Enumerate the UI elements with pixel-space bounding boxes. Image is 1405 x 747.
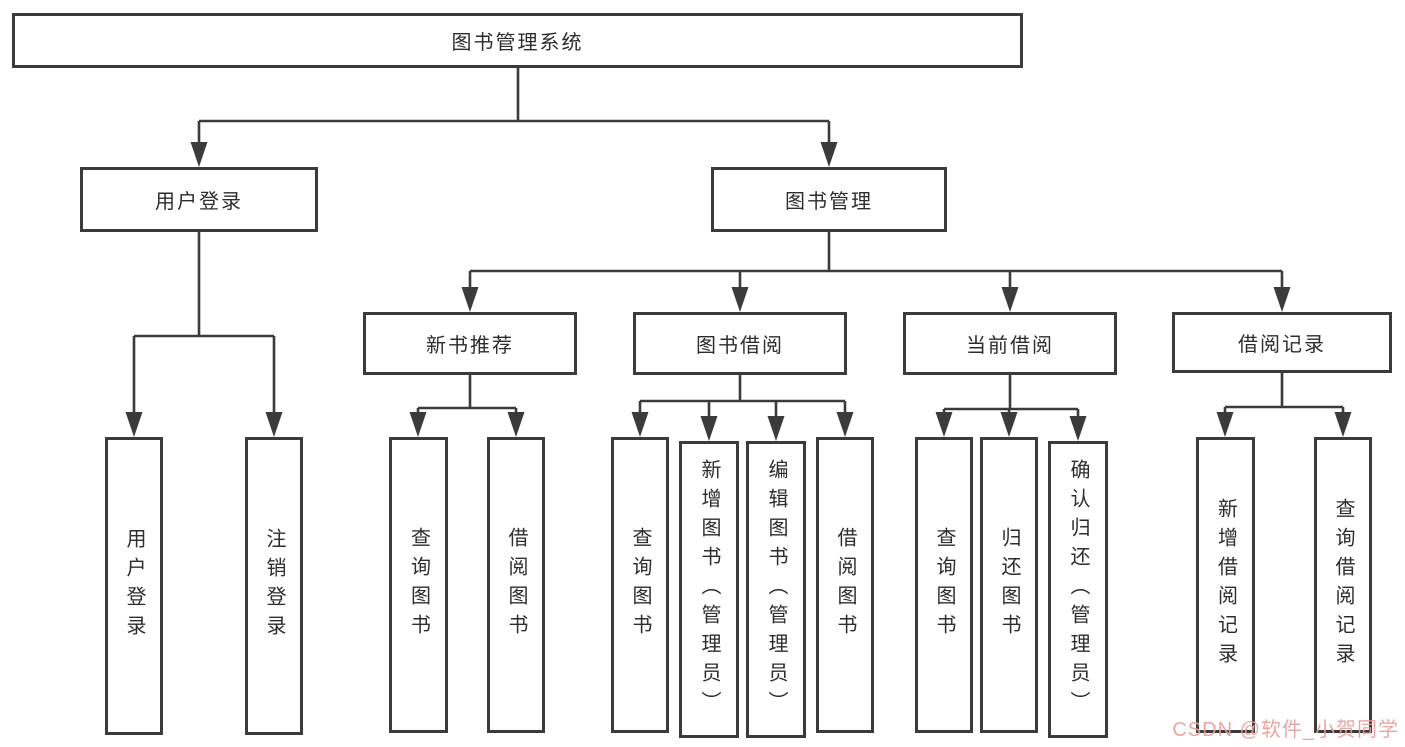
connector-root-to-level2: [197, 68, 831, 145]
node-label: 查询图书: [407, 527, 430, 643]
leaf-current-confirm-return-admin: 确认归还（管理员）: [1048, 441, 1108, 738]
arrowhead-icon: [461, 287, 479, 312]
arrowhead-icon: [1216, 412, 1234, 437]
node-root-system: 图书管理系统: [12, 13, 1023, 68]
leaf-recommend-borrow-books: 借阅图书: [487, 437, 545, 733]
arrowhead-icon: [935, 412, 953, 437]
arrowhead-icon: [631, 412, 649, 437]
connector-bookborrow-to-leaves: [638, 375, 847, 420]
node-label: 新书推荐: [426, 335, 514, 357]
node-label: 借阅图书: [834, 527, 856, 643]
csdn-watermark: CSDN @软件_小贺同学: [1172, 719, 1399, 741]
node-label: 查询图书: [933, 527, 955, 643]
node-label: 图书借阅: [696, 335, 784, 357]
connector-bookmgmt-to-level3: [468, 232, 1284, 291]
node-book-management: 图书管理: [711, 167, 947, 232]
arrowhead-icon: [1069, 416, 1087, 441]
node-label: 归还图书: [998, 527, 1020, 643]
leaf-borrowing-query-books: 查询图书: [611, 437, 669, 733]
node-label: 用户登录: [155, 191, 243, 213]
node-label: 图书管理: [785, 191, 873, 213]
arrowhead-icon: [265, 412, 283, 437]
node-label: 查询借阅记录: [1332, 498, 1354, 672]
leaf-logout: 注销登录: [245, 437, 303, 735]
node-label: 借阅图书: [505, 527, 527, 643]
node-new-book-recommend: 新书推荐: [363, 312, 577, 375]
arrowhead-icon: [1000, 412, 1018, 437]
node-book-borrowing: 图书借阅: [633, 312, 847, 375]
node-user-login: 用户登录: [80, 167, 318, 232]
arrowhead-icon: [1273, 287, 1291, 312]
leaf-borrowing-edit-books-admin: 编辑图书（管理员）: [746, 441, 806, 738]
arrowhead-icon: [731, 287, 749, 312]
node-label: 图书管理系统: [451, 32, 584, 54]
node-label: 确认归还（管理员）: [1067, 459, 1089, 720]
leaf-current-query-books: 查询图书: [915, 437, 973, 733]
arrowheads: [125, 142, 1352, 441]
connector-borrowrecord-to-leaves: [1223, 373, 1345, 416]
node-label: 新增图书（管理员）: [698, 459, 720, 720]
arrowhead-icon: [409, 412, 427, 437]
arrowhead-icon: [1001, 287, 1019, 312]
leaf-recommend-query-books: 查询图书: [389, 437, 448, 733]
leaf-borrowing-borrow-books: 借阅图书: [816, 437, 874, 733]
node-current-borrowing: 当前借阅: [903, 312, 1117, 375]
node-label: 编辑图书（管理员）: [765, 459, 787, 720]
arrowhead-icon: [190, 142, 208, 167]
node-label: 注销登录: [263, 528, 285, 644]
leaf-borrowing-add-books-admin: 新增图书（管理员）: [679, 441, 739, 738]
connector-userlogin-to-leaves: [132, 232, 276, 416]
leaf-records-query-borrow-record: 查询借阅记录: [1314, 437, 1372, 733]
node-borrow-records: 借阅记录: [1172, 312, 1392, 373]
node-label: 当前借阅: [966, 335, 1054, 357]
arrowhead-icon: [1334, 412, 1352, 437]
arrowhead-icon: [700, 416, 718, 441]
node-label: 借阅记录: [1238, 334, 1326, 356]
node-label: 新增借阅记录: [1214, 498, 1237, 672]
arrowhead-icon: [820, 142, 838, 167]
leaf-user-login: 用户登录: [105, 437, 163, 735]
node-label: 用户登录: [123, 528, 145, 644]
node-label: 查询图书: [629, 527, 651, 643]
arrowhead-icon: [767, 416, 785, 441]
arrowhead-icon: [125, 412, 143, 437]
arrowhead-icon: [507, 412, 525, 437]
connector-newbookrec-to-leaves: [416, 375, 518, 416]
arrowhead-icon: [836, 412, 854, 437]
leaf-current-return-books: 归还图书: [980, 437, 1038, 733]
leaf-records-add-borrow-record: 新增借阅记录: [1196, 437, 1255, 733]
